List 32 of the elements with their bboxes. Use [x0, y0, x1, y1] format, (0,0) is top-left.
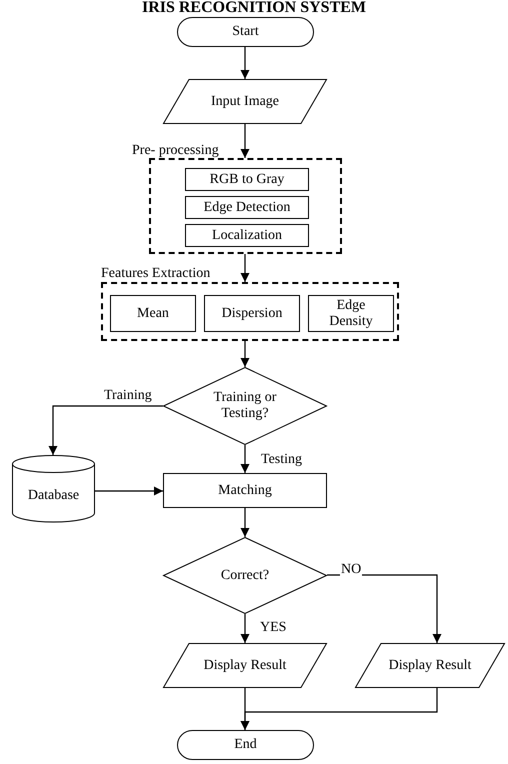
node-text: Dispersion	[222, 306, 282, 322]
node-text: RGB to Gray	[210, 172, 284, 188]
arrow	[240, 124, 250, 158]
arrow	[240, 614, 250, 643]
arrow	[240, 341, 250, 367]
node-text: Display Result	[204, 658, 286, 674]
node-text: Training or Testing?	[212, 390, 278, 422]
arrow	[240, 254, 250, 282]
node-text: Edge Density	[328, 298, 374, 330]
arrow	[240, 688, 438, 730]
arrow	[48, 405, 163, 455]
group-label: Features Extraction	[101, 266, 210, 281]
node-text: Matching	[218, 482, 272, 498]
group-label: Pre- processing	[132, 143, 219, 158]
node-text: Localization	[212, 228, 282, 244]
edge-label: Testing	[260, 452, 304, 468]
arrow	[240, 508, 250, 537]
arrow	[240, 445, 250, 473]
node-text: Start	[232, 24, 259, 40]
node-text: Input Image	[210, 94, 280, 110]
node-text: Edge Detection	[204, 200, 290, 216]
arrow	[240, 47, 250, 79]
diagram-title: IRIS RECOGNITION SYSTEM	[140, 0, 368, 16]
arrow	[327, 574, 442, 643]
node-text: Display Result	[388, 658, 472, 674]
node-text: End	[234, 737, 257, 753]
edge-label: Training	[103, 388, 153, 404]
arrow	[95, 486, 163, 496]
node-text: Correct?	[220, 568, 270, 584]
node-text: Mean	[137, 306, 169, 322]
node-text: Database	[28, 488, 80, 504]
edge-label: NO	[340, 562, 362, 578]
